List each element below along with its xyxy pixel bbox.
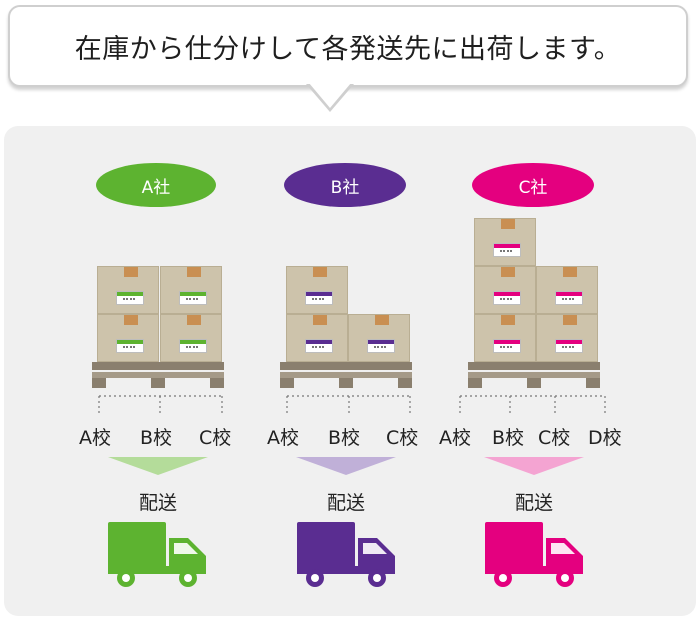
company-label: B社 bbox=[330, 177, 360, 198]
school-label: B校 bbox=[328, 427, 361, 449]
company-label: C社 bbox=[518, 177, 548, 198]
cardboard-box bbox=[160, 314, 222, 362]
pallet-leg bbox=[280, 378, 294, 388]
ship-label-a: 配送 bbox=[139, 492, 178, 514]
cardboard-box bbox=[97, 314, 159, 362]
pallet bbox=[468, 362, 600, 370]
school-label: C校 bbox=[199, 427, 232, 449]
company-pill-c: C社 bbox=[472, 163, 594, 207]
company-pill-b: B社 bbox=[284, 163, 406, 207]
pallet-leg bbox=[468, 378, 482, 388]
cardboard-box bbox=[286, 266, 348, 314]
speech-bubble-tail-fill bbox=[309, 83, 351, 108]
cardboard-box bbox=[286, 314, 348, 362]
cardboard-box bbox=[97, 266, 159, 314]
pallet-leg bbox=[339, 378, 353, 388]
school-label: A校 bbox=[267, 427, 299, 449]
school-label: A校 bbox=[79, 427, 111, 449]
ship-label-c: 配送 bbox=[515, 492, 554, 514]
cardboard-box bbox=[160, 266, 222, 314]
header-text: 在庫から仕分けして各発送先に出荷します。 bbox=[74, 33, 622, 65]
cardboard-box bbox=[536, 266, 598, 314]
school-label: B校 bbox=[140, 427, 173, 449]
pallet-leg bbox=[92, 378, 106, 388]
cardboard-box bbox=[348, 314, 410, 362]
pallet-slat bbox=[280, 372, 412, 378]
company-label: A社 bbox=[141, 177, 171, 198]
school-label: C校 bbox=[386, 427, 419, 449]
pallet bbox=[280, 362, 412, 370]
ship-label-b: 配送 bbox=[327, 492, 366, 514]
pallet-slat bbox=[92, 372, 224, 378]
school-label: D校 bbox=[588, 427, 622, 449]
speech-bubble: 在庫から仕分けして各発送先に出荷します。 bbox=[8, 5, 688, 87]
school-label: A校 bbox=[439, 427, 471, 449]
pallet-leg bbox=[398, 378, 412, 388]
cardboard-box bbox=[474, 314, 536, 362]
pallet-leg bbox=[527, 378, 541, 388]
cardboard-box bbox=[536, 314, 598, 362]
pallet-leg bbox=[586, 378, 600, 388]
cardboard-box bbox=[474, 266, 536, 314]
pallet-leg bbox=[151, 378, 165, 388]
cardboard-box bbox=[474, 218, 536, 266]
company-pill-a: A社 bbox=[96, 163, 216, 207]
pallet-leg bbox=[210, 378, 224, 388]
school-label: C校 bbox=[538, 427, 571, 449]
school-label: B校 bbox=[492, 427, 525, 449]
pallet-slat bbox=[468, 372, 600, 378]
pallet bbox=[92, 362, 224, 370]
